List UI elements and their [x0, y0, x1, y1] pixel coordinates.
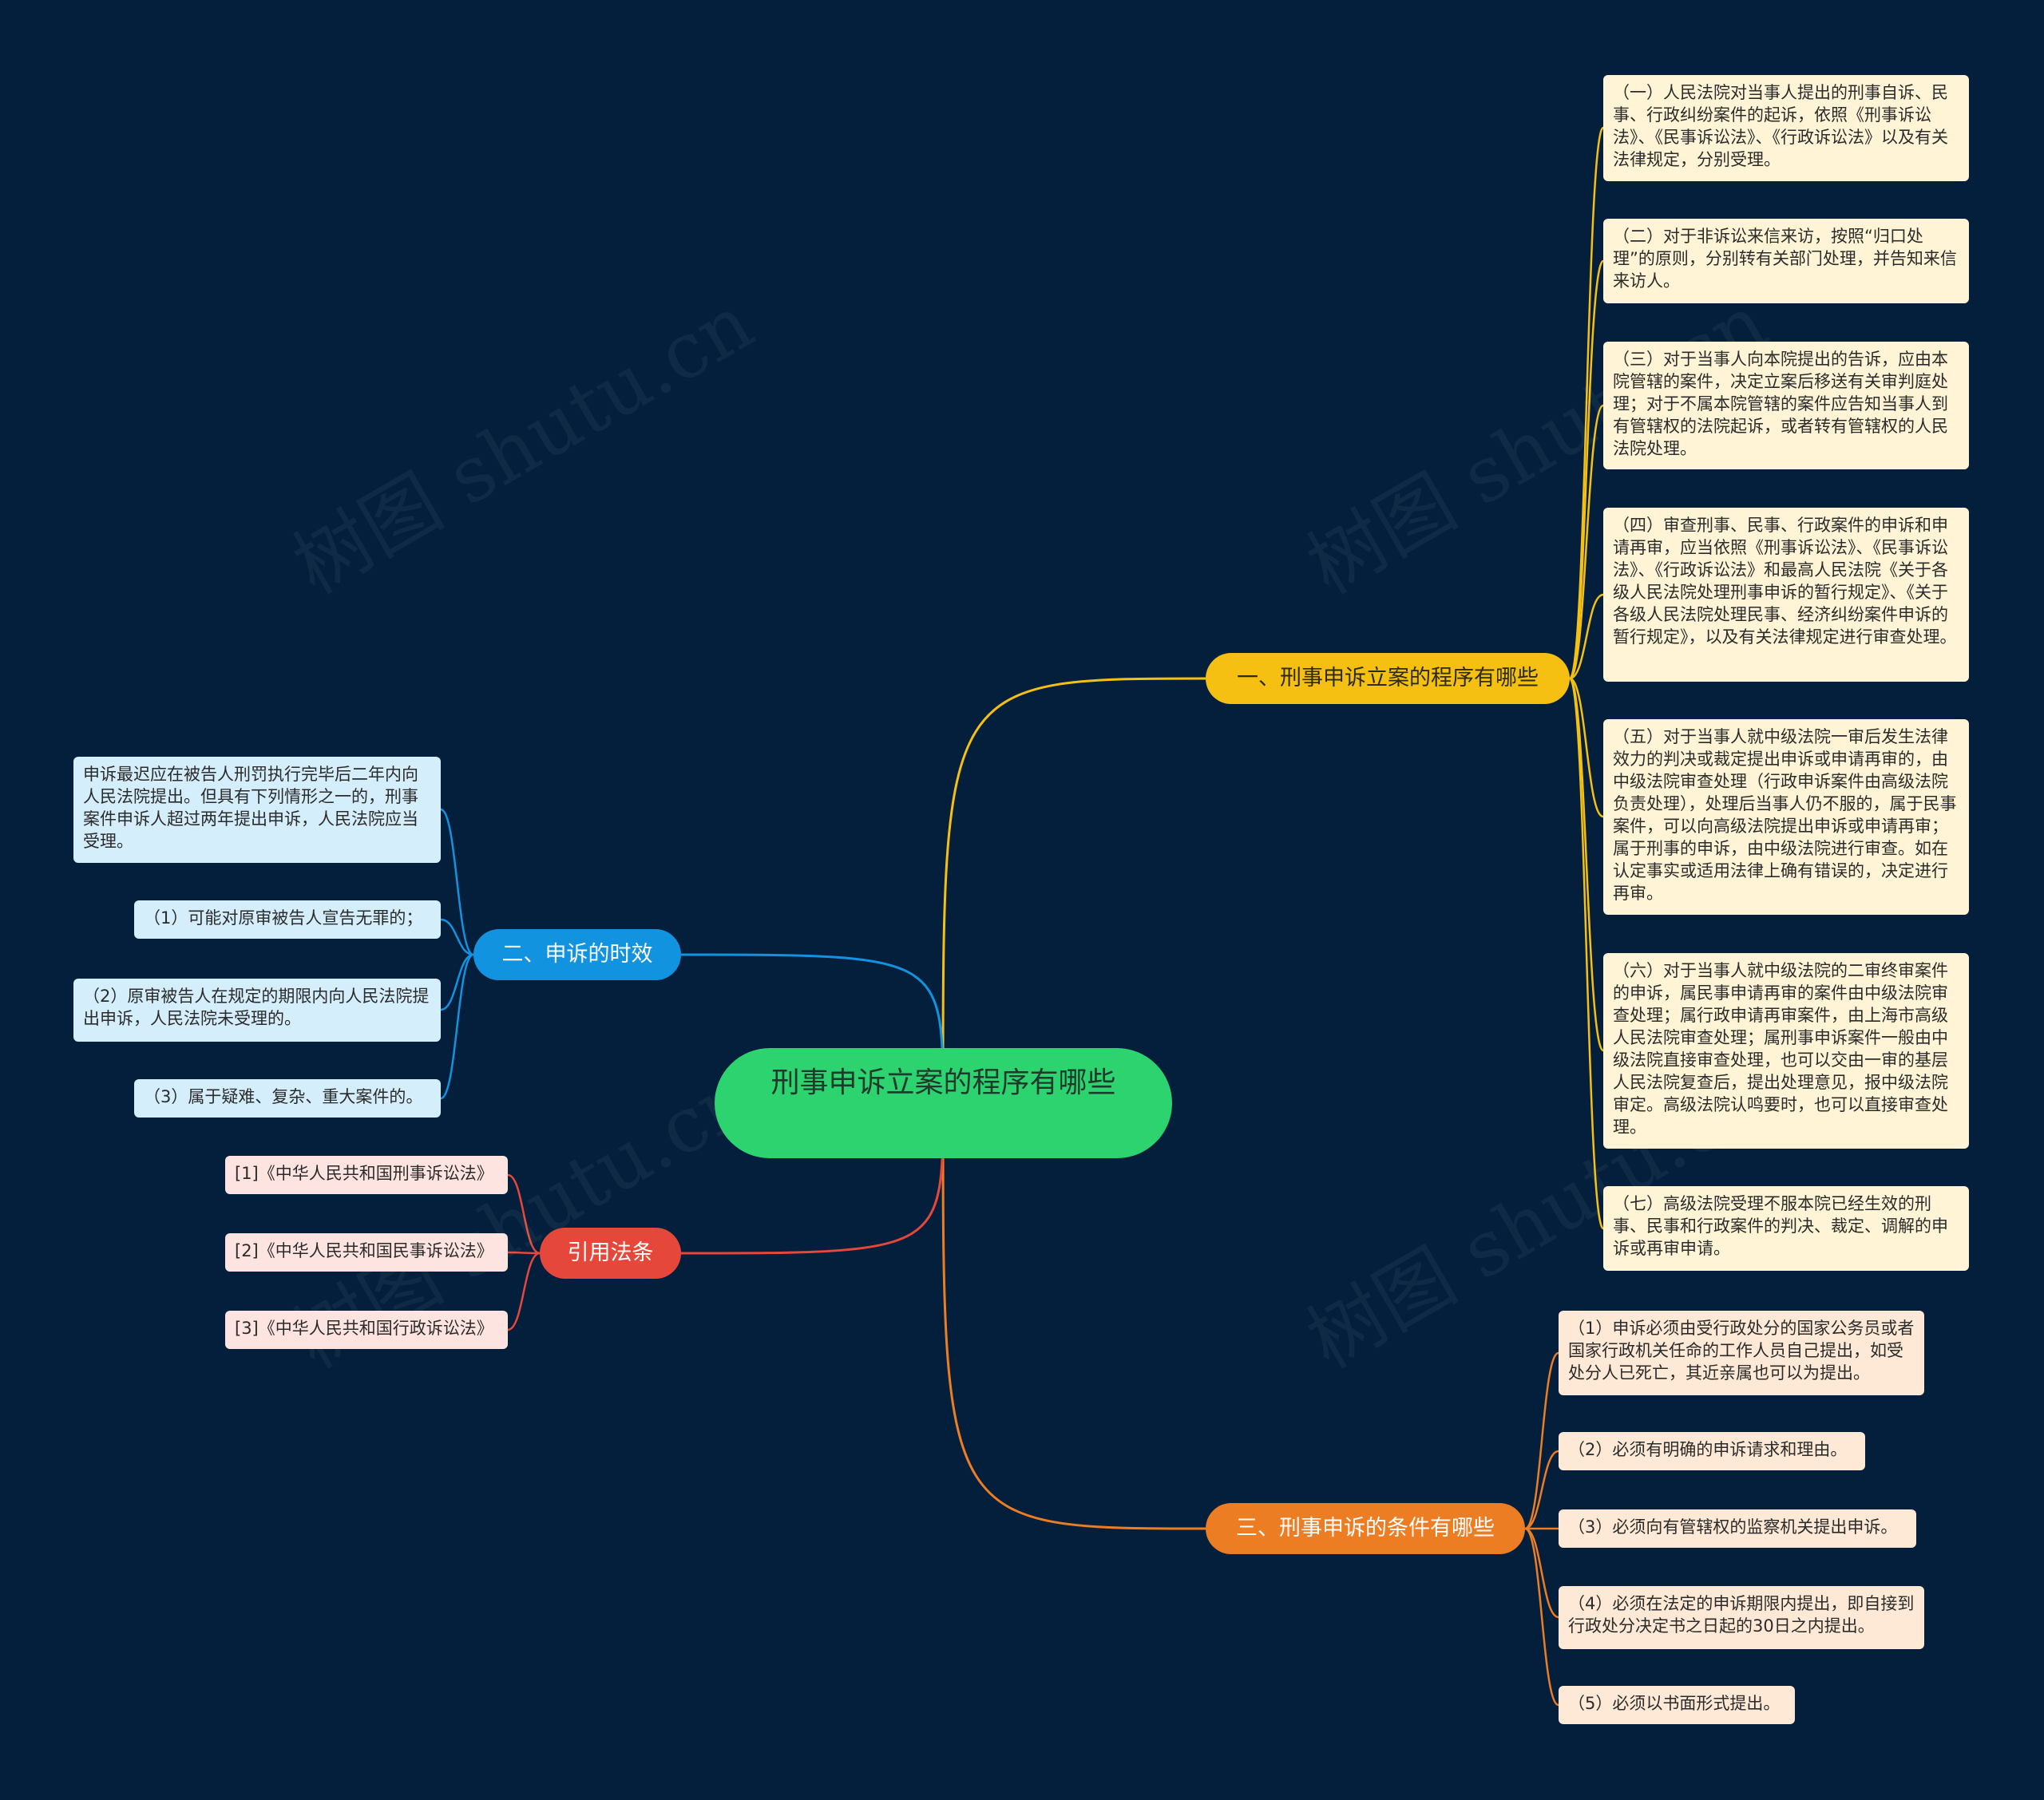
central-topic[interactable]: 刑事申诉立案的程序有哪些: [715, 1048, 1172, 1158]
citation-item-1[interactable]: [1]《中华人民共和国刑事诉讼法》: [225, 1156, 508, 1194]
condition-item-5[interactable]: （5）必须以书面形式提出。: [1559, 1686, 1795, 1724]
connector-condition-item: [1524, 1351, 1559, 1530]
timeliness-item-4[interactable]: （3）属于疑难、复杂、重大案件的。: [134, 1079, 441, 1118]
citation-item-2[interactable]: [2]《中华人民共和国民事诉讼法》: [225, 1233, 508, 1272]
branch-conditions[interactable]: 三、刑事申诉的条件有哪些: [1206, 1503, 1525, 1554]
connector-procedure-item: [1568, 259, 1605, 680]
timeliness-item-3[interactable]: （2）原审被告人在规定的期限内向人民法院提出申诉，人民法院未受理的。: [73, 979, 441, 1042]
condition-item-4[interactable]: （4）必须在法定的申诉期限内提出，即自接到行政处分决定书之日起的30日之内提出。: [1559, 1586, 1924, 1649]
connector-procedure-item: [1568, 677, 1605, 1052]
condition-item-3[interactable]: （3）必须向有管辖权的监察机关提出申诉。: [1559, 1509, 1916, 1548]
procedure-item-4[interactable]: （四）审查刑事、民事、行政案件的申诉和申请再审，应当依照《刑事诉讼法》、《民事诉…: [1603, 508, 1969, 682]
procedure-item-5[interactable]: （五）对于当事人就中级法院一审后发生法律效力的判决或裁定提出申诉或申请再审的，由…: [1603, 719, 1969, 915]
connector-procedure-item: [1569, 593, 1604, 680]
citation-item-3[interactable]: [3]《中华人民共和国行政诉讼法》: [225, 1311, 508, 1349]
connector-procedure-item: [1568, 404, 1605, 680]
branch-timeliness[interactable]: 二、申诉的时效: [473, 929, 681, 980]
connector-procedure-item: [1568, 677, 1605, 1230]
branch-procedure[interactable]: 一、刑事申诉立案的程序有哪些: [1206, 653, 1570, 704]
connector-condition-item: [1524, 1450, 1559, 1530]
connector-citation-item: [507, 1251, 541, 1255]
connector-procedure-item: [1569, 677, 1604, 818]
procedure-item-3[interactable]: （三）对于当事人向本院提出的告诉，应由本院管辖的案件，决定立案后移送有关审判庭处…: [1603, 342, 1969, 469]
timeliness-item-2[interactable]: （1）可能对原审被告人宣告无罪的；: [134, 900, 441, 939]
connector-condition-item: [1524, 1527, 1559, 1707]
connector-timeliness-item: [440, 808, 474, 956]
connector-condition-item: [1524, 1527, 1559, 1619]
condition-item-2[interactable]: （2）必须有明确的申诉请求和理由。: [1559, 1432, 1865, 1470]
procedure-item-2[interactable]: （二）对于非诉讼来信来访，按照“归口处理”的原则，分别转有关部门处理，并告知来信…: [1603, 219, 1969, 303]
connector-citation-item: [507, 1173, 541, 1255]
procedure-item-7[interactable]: （七）高级法院受理不服本院已经生效的刑事、民事和行政案件的判决、裁定、调解的申诉…: [1603, 1186, 1969, 1271]
condition-item-1[interactable]: （1）申诉必须由受行政处分的国家公务员或者国家行政机关任命的工作人员自己提出，如…: [1559, 1311, 1924, 1395]
connector-timeliness-item: [440, 918, 474, 956]
procedure-item-1[interactable]: （一）人民法院对当事人提出的刑事自诉、民事、行政纠纷案件的起诉，依照《刑事诉讼法…: [1603, 75, 1969, 181]
timeliness-item-1[interactable]: 申诉最迟应在被告人刑罚执行完毕后二年内向人民法院提出。但具有下列情形之一的，刑事…: [73, 757, 441, 863]
connector-timeliness-item: [440, 953, 474, 1100]
connector-citation-item: [507, 1252, 541, 1331]
procedure-item-6[interactable]: （六）对于当事人就中级法院的二审终审案件的申诉，属民事申请再审的案件由中级法院审…: [1603, 953, 1969, 1149]
branch-citations[interactable]: 引用法条: [540, 1228, 681, 1279]
connector-timeliness-item: [440, 953, 474, 1011]
connector-procedure-item: [1568, 126, 1605, 680]
connector-center-conditions: [941, 1102, 1206, 1530]
connector-center-procedure: [941, 677, 1206, 1104]
